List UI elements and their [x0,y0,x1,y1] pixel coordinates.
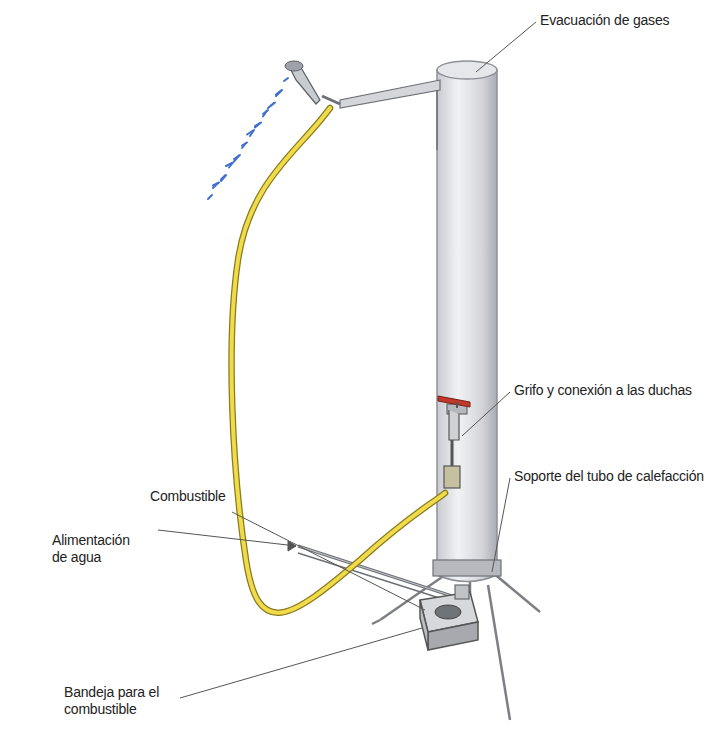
fuel-tray [420,585,478,650]
water-drop [242,143,246,148]
leader-lines [158,22,536,698]
water-drop [268,103,274,108]
water-drop [229,163,233,168]
water-drop [276,90,282,96]
tripod-legs [372,572,540,720]
water-drop [234,156,239,162]
water-drop [250,130,254,136]
water-drop [263,111,267,117]
shower-head [285,61,320,104]
callout-label: Grifo y conexión a las duchas [514,382,692,399]
callout-label: Alimentación de agua [52,532,148,566]
callout-label: Combustible [150,488,226,505]
water-drop [221,175,226,181]
water-drop [263,110,268,114]
water-drop [208,195,212,199]
water-drop [234,155,240,159]
water-drop [255,123,261,128]
faucet [438,396,470,488]
shower-arm [322,80,440,150]
water-drop [242,143,247,146]
callout-label: Bandeja para el combustible [64,684,176,718]
water-drop [284,78,288,81]
heating-tube [433,61,501,582]
callout-label: Evacuación de gases [540,12,669,29]
water-drop [271,103,275,106]
callout-label: Soporte del tubo de calefacción [514,468,704,485]
shower-hose [232,108,445,613]
water-drop [213,183,219,186]
water-spray [208,78,288,199]
water-drop [213,183,218,188]
